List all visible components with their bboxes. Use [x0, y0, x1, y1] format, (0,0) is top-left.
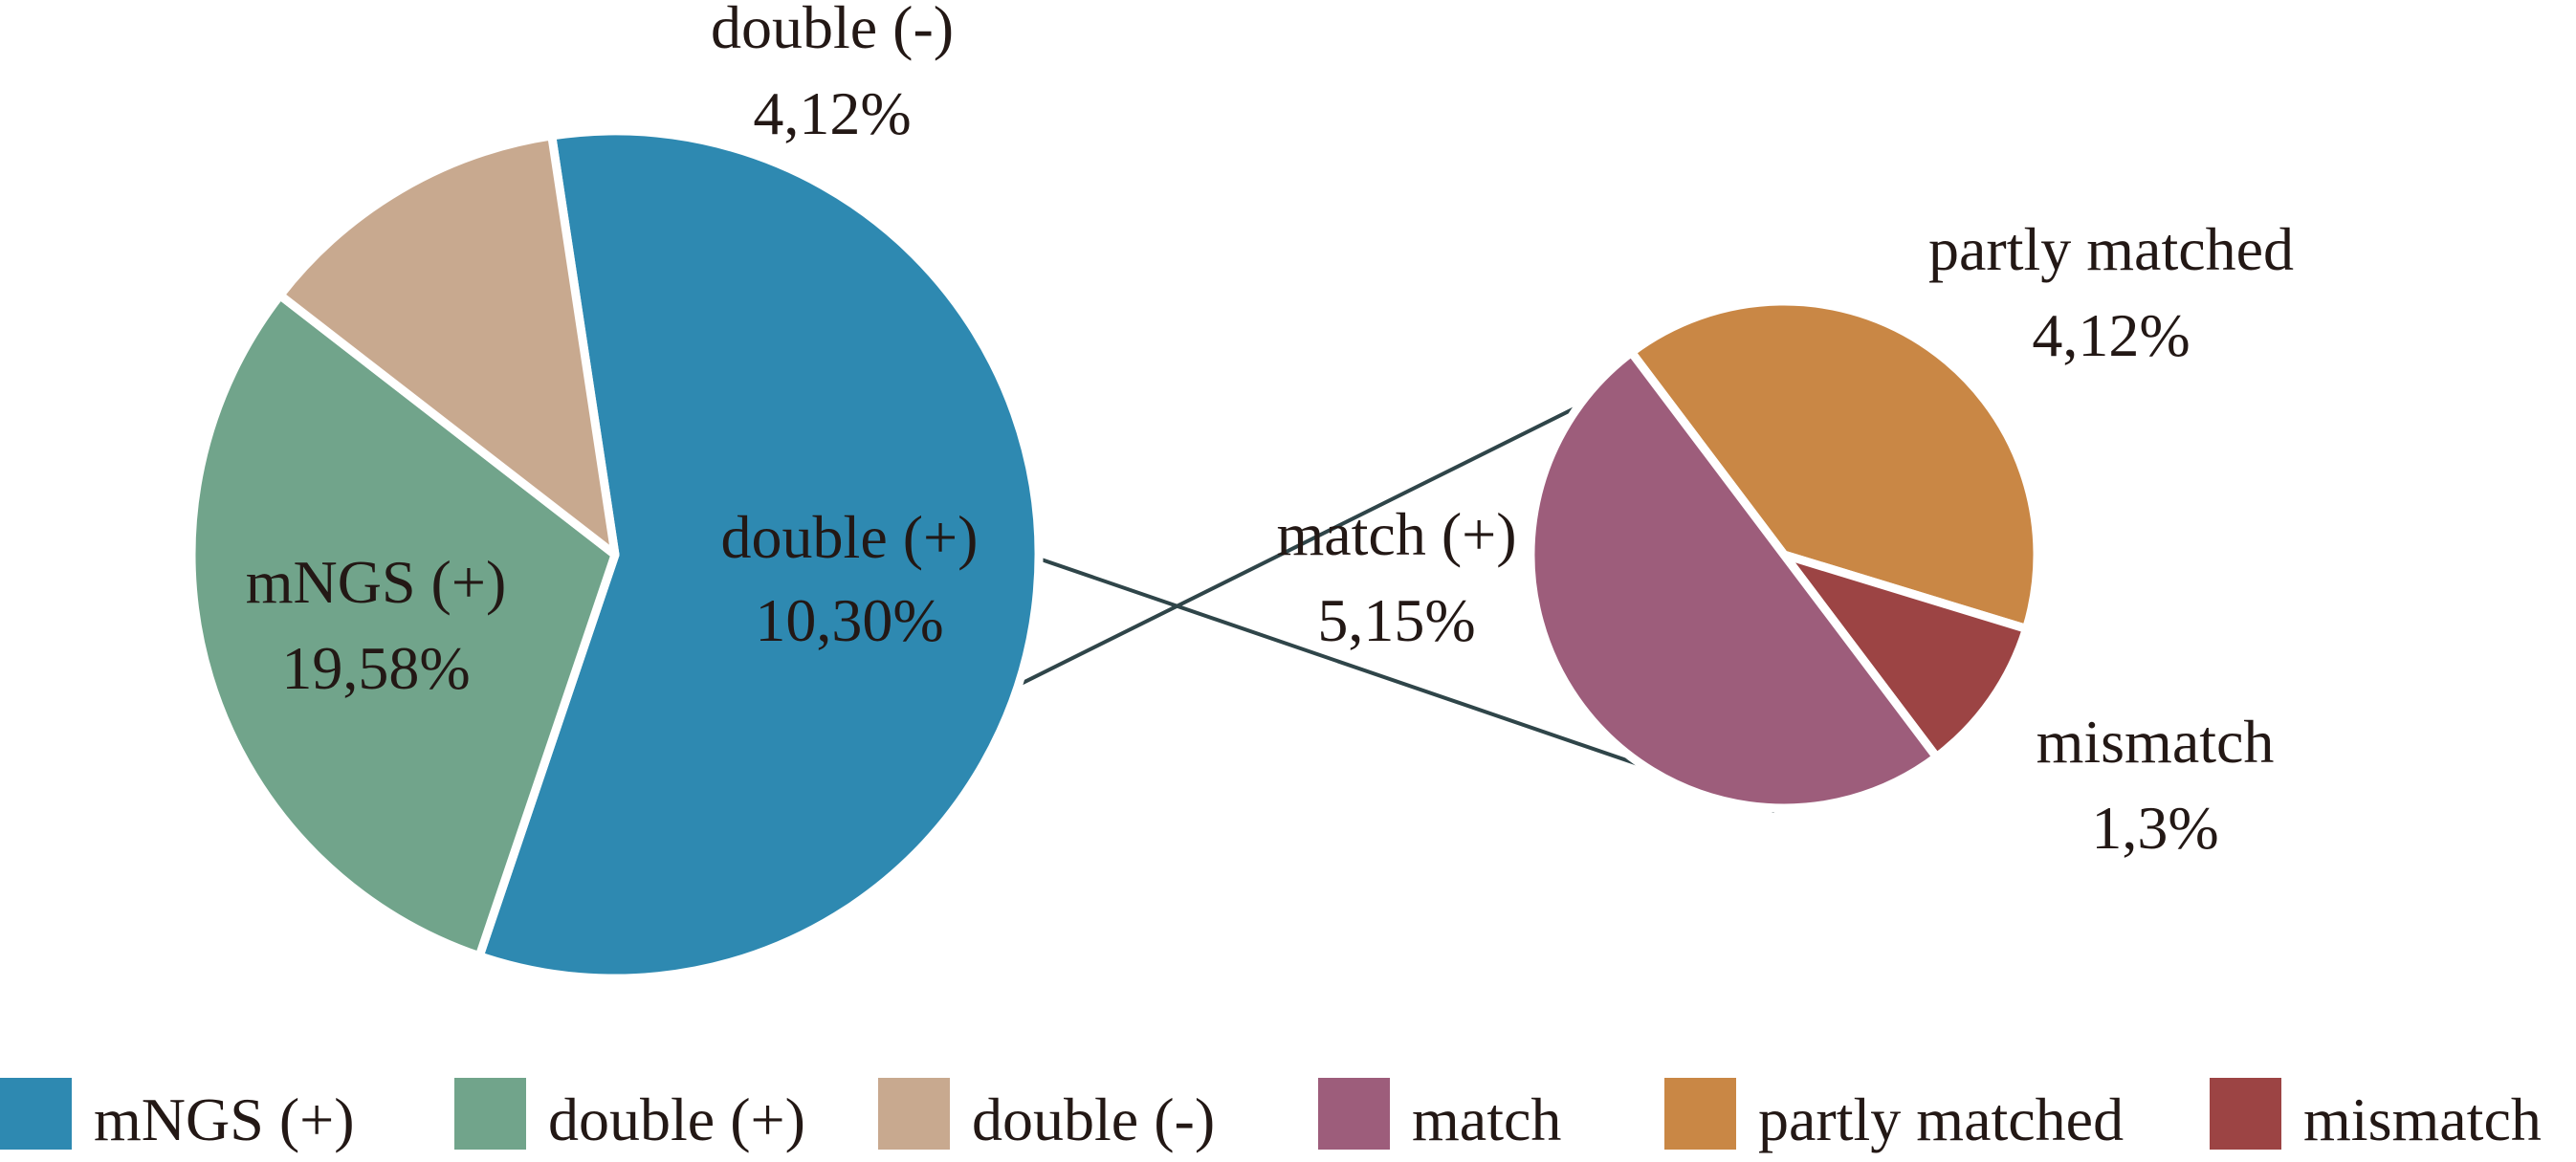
legend-swatch-double: [878, 1078, 950, 1150]
legend-item-mngs: mNGS (+): [0, 1078, 355, 1153]
legend-item-double: double (-): [878, 1078, 1215, 1153]
value-label-double: 4,12%: [753, 79, 911, 147]
slice-mismatch: [1779, 550, 2031, 762]
label-partly-matched: partly matched: [1928, 215, 2294, 283]
legend-swatch-match: [1318, 1078, 1390, 1150]
label-mngs: mNGS (+): [246, 548, 507, 616]
main-pie: [187, 126, 1044, 983]
slice-partly-matched: [1627, 296, 2042, 633]
value-label-match: 5,15%: [1317, 586, 1475, 654]
legend-label-double: double (-): [972, 1085, 1215, 1153]
legend-swatch-double: [454, 1078, 526, 1150]
legend-label-partly-matched: partly matched: [1758, 1085, 2124, 1153]
legend-swatch-partly-matched: [1664, 1078, 1736, 1150]
legend-label-mismatch: mismatch: [2303, 1085, 2542, 1153]
legend-item-match: match: [1318, 1078, 1561, 1153]
legend-swatch-mismatch: [2210, 1078, 2281, 1150]
slice-double: [187, 291, 620, 961]
label-match: match (+): [1276, 500, 1516, 568]
slice-labels: mNGS (+) 19,58% double (+) 10,30% double (-)…: [246, 0, 2294, 862]
value-label-mngs: 19,58%: [281, 634, 470, 702]
legend: mNGS (+) double (+) double (-) match partly …: [0, 1078, 2542, 1153]
legend-label-double: double (+): [548, 1085, 805, 1153]
slice-match: [1526, 347, 1941, 813]
label-double: double (+): [721, 503, 979, 571]
legend-item-partly-matched: partly matched: [1664, 1078, 2124, 1153]
legend-swatch-mngs: [0, 1078, 72, 1150]
value-label-double: 10,30%: [755, 586, 943, 654]
legend-label-mngs: mNGS (+): [94, 1085, 355, 1153]
slice-mngs: [474, 126, 1044, 983]
value-label-mismatch: 1,3%: [2091, 794, 2218, 862]
legend-item-mismatch: mismatch: [2210, 1078, 2542, 1153]
label-double: double (-): [711, 0, 954, 61]
value-label-partly-matched: 4,12%: [2032, 301, 2190, 369]
slice-double: [275, 131, 620, 559]
sub-pie: [1526, 296, 2042, 813]
legend-label-match: match: [1412, 1085, 1561, 1153]
legend-item-double: double (+): [454, 1078, 805, 1153]
label-mismatch: mismatch: [2037, 708, 2275, 776]
